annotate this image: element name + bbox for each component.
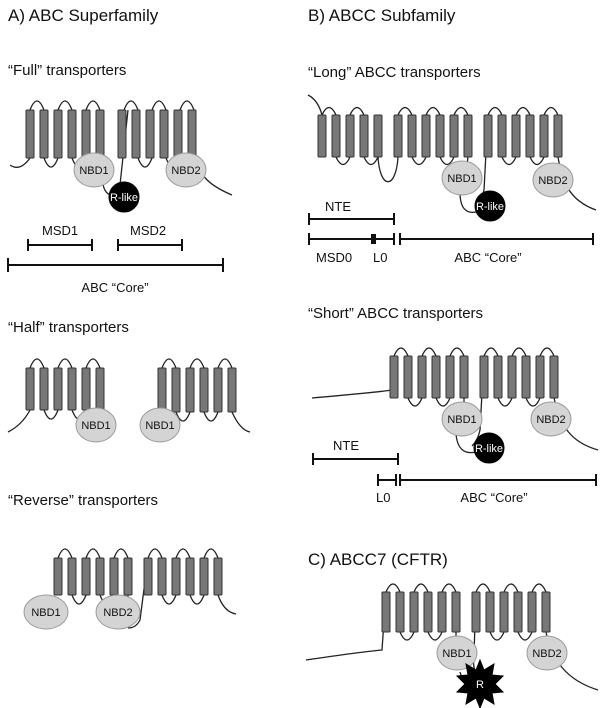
full-r-like-label: R-like <box>110 192 138 204</box>
short-r-like-domain <box>473 432 505 464</box>
half-left-nbd1-label: NBD1 <box>81 420 110 432</box>
msd2-bar <box>117 239 183 251</box>
long-msd0-bar <box>308 233 373 245</box>
full-nbd2 <box>165 152 207 188</box>
reverse-transporter-diagram: NBD1 NBD2 <box>23 548 237 630</box>
short-nte-bar <box>312 453 399 465</box>
cftr-nbd1-label: NBD1 <box>442 648 471 660</box>
cftr-nbd2 <box>526 635 568 671</box>
short-abcc-diagram: NBD1 NBD2 R-like NTE L0 ABC “Core” <box>311 347 599 505</box>
half-right-nbd1-label: NBD1 <box>145 420 174 432</box>
panel-b-title: B) ABCC Subfamily <box>308 6 456 25</box>
full-transporter-diagram: NBD1 NBD2 R-like MSD1 MSD2 ABC “Core” <box>7 100 233 295</box>
reverse-nbd2-label: NBD2 <box>103 607 132 619</box>
long-nte-bar <box>308 213 395 225</box>
short-r-like-label: R-like <box>475 443 503 455</box>
msd2-label: MSD2 <box>130 223 166 238</box>
half-left-nbd1 <box>75 407 117 443</box>
cftr-r-label: R <box>476 679 484 691</box>
short-nbd1-label: NBD1 <box>447 414 476 426</box>
full-r-like-domain <box>108 181 140 213</box>
long-abc-core-bar <box>376 233 594 245</box>
long-nbd2-label: NBD2 <box>538 175 567 187</box>
msd1-label: MSD1 <box>42 223 78 238</box>
panel-c-title: C) ABCC7 (CFTR) <box>308 550 448 569</box>
short-abcc-title: “Short” ABCC transporters <box>308 305 483 322</box>
long-r-like-label: R-like <box>476 201 504 213</box>
long-abcc-title: “Long” ABCC transporters <box>308 64 481 81</box>
half-transporters-title: “Half” transporters <box>8 319 129 336</box>
full-nbd1-label: NBD1 <box>79 165 108 177</box>
long-abcc-diagram: NBD1 NBD2 R-like NTE MSD0 L0 ABC “Core” <box>307 94 597 265</box>
long-r-like-domain <box>474 190 506 222</box>
short-nbd2 <box>530 401 572 437</box>
long-abc-core-label: ABC “Core” <box>454 250 521 265</box>
short-abc-core-label: ABC “Core” <box>460 490 527 505</box>
long-nbd1-label: NBD1 <box>447 173 476 185</box>
msd2-helices <box>117 109 197 159</box>
long-l0-block <box>371 234 376 244</box>
long-nte-label: NTE <box>325 199 351 214</box>
cftr-diagram: NBD1 NBD2 R <box>305 583 599 708</box>
reverse-transporters-title: “Reverse” transporters <box>8 492 158 509</box>
cftr-r-domain-starburst <box>455 658 505 708</box>
half-transporters-diagram: NBD1 NBD1 <box>7 358 251 443</box>
short-abc-core-bar <box>377 474 597 486</box>
reverse-nbd1 <box>23 594 69 630</box>
long-msd0-label: MSD0 <box>316 250 352 265</box>
reverse-nbd2 <box>95 594 141 630</box>
full-transporters-title: “Full” transporters <box>8 62 126 79</box>
long-l0-label: L0 <box>373 250 387 265</box>
short-nbd2-label: NBD2 <box>536 414 565 426</box>
short-nbd1 <box>441 401 483 437</box>
full-nbd1 <box>73 152 115 188</box>
reverse-nbd1-label: NBD1 <box>31 607 60 619</box>
full-abc-core-bar <box>7 258 224 272</box>
long-nbd1 <box>441 160 483 196</box>
cftr-nbd1 <box>436 635 478 671</box>
short-l0-label: L0 <box>376 490 390 505</box>
cftr-nbd2-label: NBD2 <box>532 648 561 660</box>
panel-a-title: A) ABC Superfamily <box>8 6 159 25</box>
long-nbd2 <box>532 162 574 198</box>
half-right-nbd1 <box>139 407 181 443</box>
msd1-helices <box>25 109 105 159</box>
short-nte-label: NTE <box>333 438 359 453</box>
full-nbd2-label: NBD2 <box>171 165 200 177</box>
full-abc-core-label: ABC “Core” <box>81 280 148 295</box>
msd1-bar <box>27 239 93 251</box>
